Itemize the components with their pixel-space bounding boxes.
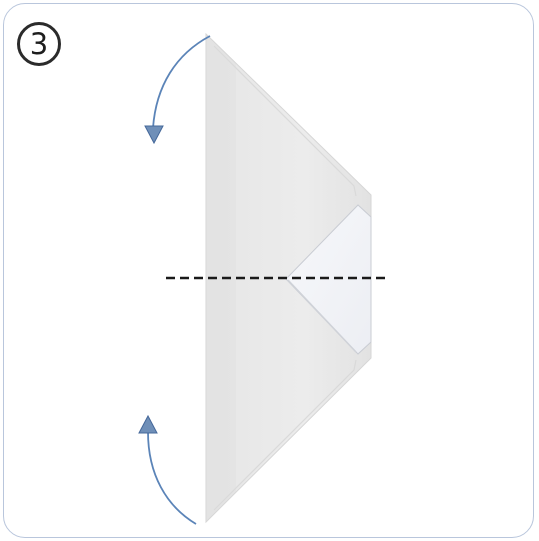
paper-inner-edge-top [213, 45, 357, 197]
paper-flap-shadow [287, 279, 357, 353]
step-number: 3 [29, 26, 49, 61]
step-number-badge: 3 [17, 22, 61, 66]
paper-inner-edge-bottom [213, 359, 357, 511]
paper-shade [206, 34, 236, 522]
curved-arrow-fold-up-icon [138, 414, 197, 525]
curved-arrow-fold-down-icon [144, 35, 211, 145]
